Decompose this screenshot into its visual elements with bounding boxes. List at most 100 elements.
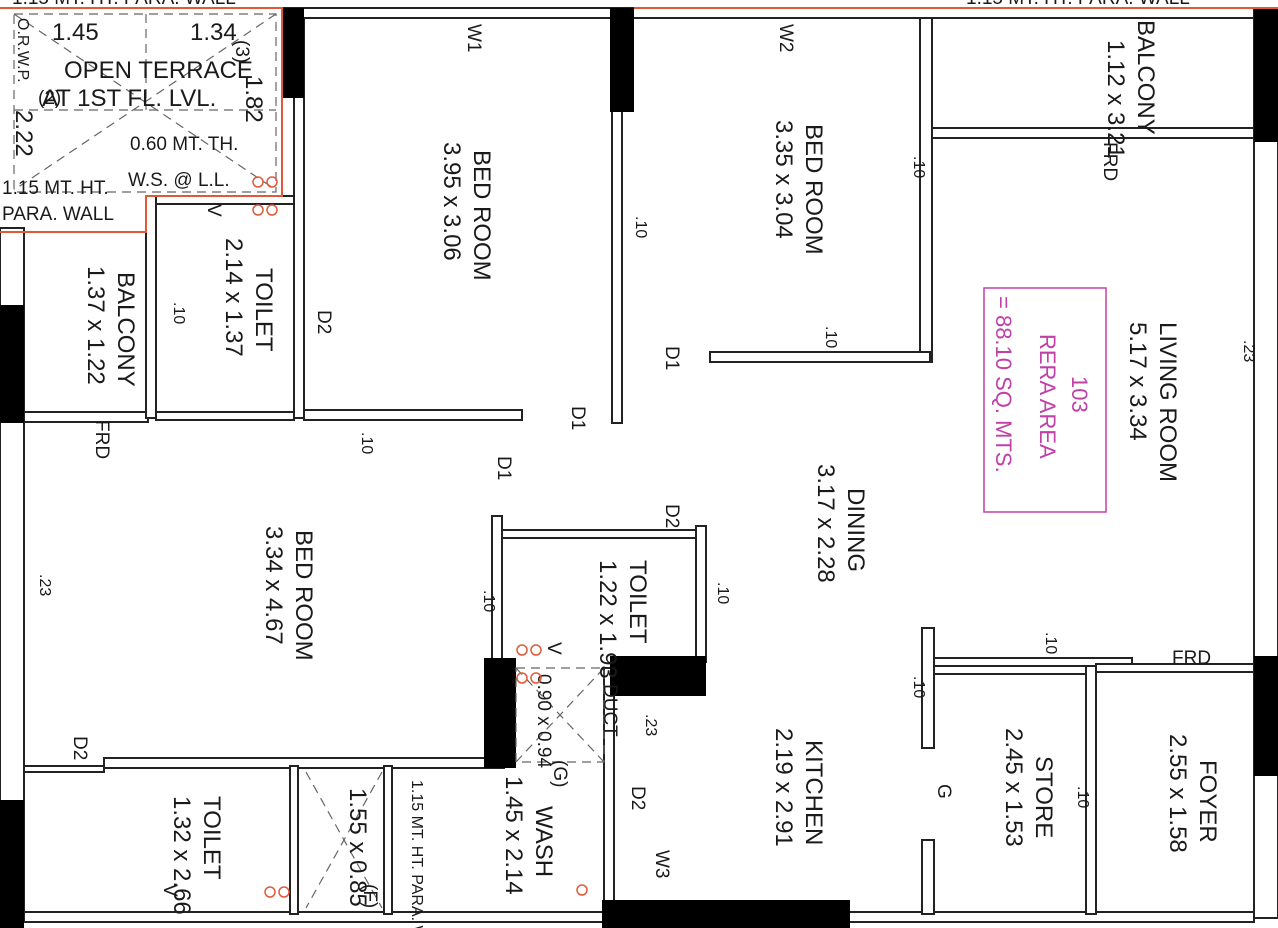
- terrace-dim-top-right: 1.34: [190, 19, 237, 46]
- dim-10-h: .10: [1042, 632, 1059, 654]
- room-bed1: BED ROOM 3.95 x 3.06: [438, 142, 495, 281]
- dim-10-d: .10: [910, 156, 927, 178]
- tag-d1-b: D1: [493, 456, 514, 480]
- terrace-dim-right: 1.82: [240, 76, 267, 123]
- room-foyer: FOYER 2.55 x 1.58: [1164, 734, 1221, 853]
- room-size: 1.22 x 1.93: [594, 560, 621, 679]
- room-name: BED ROOM: [290, 530, 317, 661]
- room-name: BED ROOM: [468, 150, 495, 281]
- room-size: 2.14 x 1.37: [220, 238, 247, 357]
- room-size: 1.45 x 2.14: [500, 776, 527, 895]
- room-name: BALCONY: [1132, 20, 1159, 135]
- room-size: 3.35 x 3.04: [770, 120, 797, 239]
- terrace-labels: 1.45 1.34 OPEN TERRACE AT 1ST FL. LVL. (…: [2, 18, 267, 225]
- terrace-para-line1: 1.15 MT. HT.: [2, 178, 109, 199]
- room-size: 2.19 x 2.91: [770, 728, 797, 847]
- wash-parapet-note: 1.15 MT. HT. PARA. WALL: [408, 780, 425, 928]
- tag-frd-balcony1: FRD: [1099, 142, 1120, 181]
- room-name: FOYER: [1194, 760, 1221, 843]
- shaft-mark: (F): [359, 884, 380, 908]
- room-balcony2: BALCONY 1.37 x 1.22: [82, 266, 139, 387]
- terrace-dim-left: 2.22: [10, 110, 37, 157]
- room-size: 3.17 x 2.28: [812, 464, 839, 583]
- room-store: STORE 2.45 x 1.53: [1000, 728, 1057, 847]
- room-name: TOILET: [624, 560, 651, 644]
- room-size: 3.34 x 4.67: [260, 526, 287, 645]
- parapet-lines: [0, 7, 1278, 233]
- room-name: TOILET: [198, 796, 225, 880]
- tag-w2: W2: [775, 24, 796, 53]
- room-toilet1: TOILET 2.14 x 1.37: [220, 238, 277, 357]
- room-name: TOILET: [250, 268, 277, 352]
- tag-v-duct: V: [543, 642, 564, 655]
- terrace-ws-line1: 0.60 MT. TH.: [130, 134, 238, 155]
- room-size: 5.17 x 3.34: [1124, 322, 1151, 441]
- dim-10-a: .10: [170, 302, 187, 324]
- tag-w1: W1: [463, 24, 484, 53]
- tag-g: G: [933, 784, 954, 799]
- tag-v-toilet3: V: [159, 884, 180, 897]
- terrace-mark2: (2): [38, 88, 61, 109]
- room-name: LIVING ROOM: [1154, 322, 1181, 482]
- tag-frd-balcony2: FRD: [91, 420, 112, 459]
- terrace-hatch: [13, 13, 277, 193]
- room-size: 2.55 x 1.58: [1164, 734, 1191, 853]
- dim-10-e: .10: [822, 326, 839, 348]
- room-toilet3: TOILET 1.32 x 2.66: [168, 796, 225, 915]
- top-right-partial-label: 1.15 MT. HT. PARA. WALL: [966, 0, 1190, 9]
- dim-10-c: .10: [632, 216, 649, 238]
- terrace-ws-line2: W.S. @ L.L.: [128, 170, 230, 191]
- room-kitchen: KITCHEN 2.19 x 2.91: [770, 728, 827, 847]
- dim-23-c: .23: [642, 714, 659, 736]
- shaft-hatch: [305, 667, 605, 909]
- room-name: DINING: [842, 488, 869, 572]
- terrace-mark3: (3): [231, 40, 252, 63]
- room-name: WASH: [530, 806, 557, 877]
- dim-10-i: .10: [910, 676, 927, 698]
- room-name: BALCONY: [112, 272, 139, 387]
- terrace-dim-top-left: 1.45: [52, 19, 99, 46]
- tag-frd-foyer: FRD: [1172, 648, 1211, 669]
- rera-box: 103 RERA AREA = 88.10 SQ. MTS.: [983, 287, 1107, 513]
- rera-area-label: RERA AREA: [1035, 334, 1060, 459]
- room-size: 1.12 x 3.21: [1102, 40, 1129, 159]
- terrace-rwp: O.R.W.P.: [14, 18, 31, 83]
- duct-mark: (G): [549, 760, 570, 787]
- room-name: KITCHEN: [800, 740, 827, 845]
- unit-number: 103: [1067, 376, 1092, 413]
- room-size: 3.95 x 3.06: [438, 142, 465, 261]
- room-wash: WASH 1.45 x 2.14: [500, 776, 557, 895]
- tag-d2-toilet2: D2: [661, 504, 682, 528]
- room-name: DUCT: [599, 684, 620, 737]
- tag-d2-bed3: D2: [69, 736, 90, 760]
- room-balcony1: BALCONY 1.12 x 3.21: [1102, 20, 1159, 159]
- dim-23-a: .23: [1240, 340, 1257, 362]
- terrace-para-line2: PARA. WALL: [2, 204, 114, 225]
- room-size: 0.90 x 0.94: [533, 674, 554, 768]
- dim-10-b: .10: [358, 432, 375, 454]
- terrace-line2: AT 1ST FL. LVL.: [42, 85, 216, 112]
- shaft-size: 1.55 x 0.85: [344, 788, 371, 907]
- tag-v-toilet1: V: [203, 204, 224, 217]
- tag-d1-bed2: D1: [661, 346, 682, 370]
- room-toilet2: TOILET 1.22 x 1.93: [594, 560, 651, 679]
- terrace-line1: OPEN TERRACE: [64, 57, 253, 84]
- tag-d1-a: D1: [567, 406, 588, 430]
- top-left-partial-label: 1.15 MT. HT. PARA. WALL: [12, 0, 236, 9]
- room-name: STORE: [1030, 756, 1057, 838]
- columns: [0, 8, 1278, 928]
- dim-10-f: .10: [480, 590, 497, 612]
- plumbing-symbols: [252, 176, 588, 898]
- room-living: LIVING ROOM 5.17 x 3.34: [1124, 322, 1181, 482]
- room-bed3: BED ROOM 3.34 x 4.67: [260, 526, 317, 661]
- tag-d2-wash: D2: [627, 786, 648, 810]
- room-size: 1.37 x 1.22: [82, 266, 109, 385]
- tag-w3: W3: [651, 850, 672, 879]
- room-size: 1.32 x 2.66: [168, 796, 195, 915]
- dim-10-g: .10: [714, 582, 731, 604]
- annotations: 1.15 MT. HT. PARA. WALL 1.55 x 0.85 (F) …: [36, 24, 1257, 928]
- room-size: 2.45 x 1.53: [1000, 728, 1027, 847]
- tag-d2-bed1: D2: [313, 310, 334, 334]
- rera-area-value: = 88.10 SQ. MTS.: [991, 296, 1016, 473]
